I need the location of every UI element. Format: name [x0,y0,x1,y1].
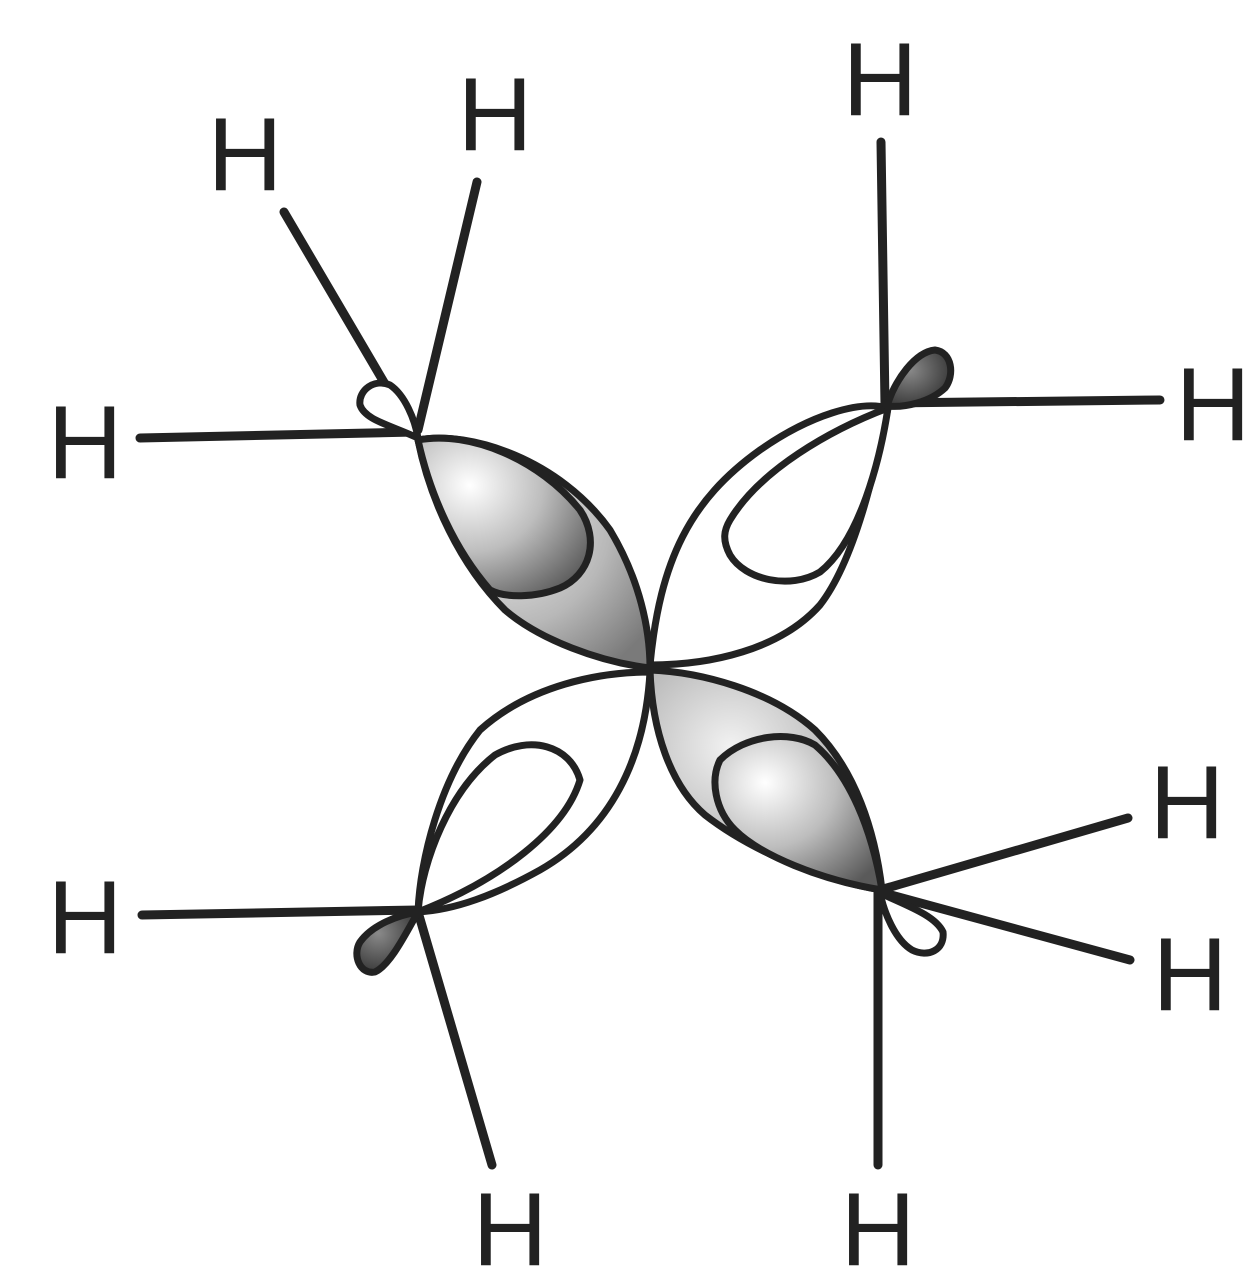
lobe-upper-right-small [883,346,955,410]
atom-label-h: H [842,22,917,138]
atom-label-h: H [1175,347,1249,463]
bond-ur-up [876,137,890,410]
bond-ur-right [880,395,1165,408]
atom-label-h: H [47,385,122,501]
atom-labels: H H H H H H H H H H [47,22,1249,1282]
lobe-upper-right-inner [721,404,892,585]
lobe-upper-left-small [356,379,422,442]
lobe-upper-left-inner [414,434,594,600]
atom-label-h: H [1149,745,1224,861]
atom-label-h: H [1152,917,1227,1033]
bond-ul-up [413,177,482,435]
atom-label-h: H [457,57,532,173]
shaded-orbital-lobes [414,434,886,894]
bond-lr-downright [875,887,1135,965]
white-orbital-lobes [414,402,892,916]
bond-ul-left [135,427,420,443]
atom-label-h: H [472,1172,547,1282]
lobe-lower-left-inner [414,741,584,916]
lobe-lower-right-inner [711,733,886,894]
small-back-lobes [353,346,955,976]
lobe-lower-right-small [876,889,947,957]
atom-label-h: H [47,860,122,976]
atom-label-h: H [840,1172,915,1282]
bonds [135,137,1165,1170]
lobe-lower-left-small [353,908,422,976]
bond-ll-left [137,905,423,920]
bond-ll-down [413,907,497,1170]
atom-label-h: H [207,97,282,213]
bond-lr-upright [875,813,1133,895]
